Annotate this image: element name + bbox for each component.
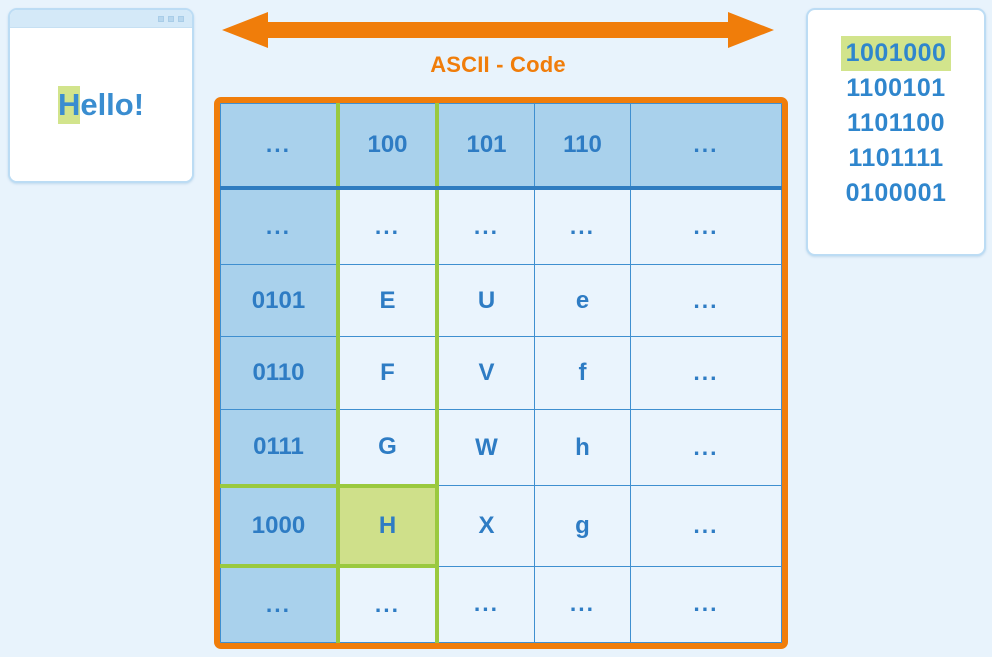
hello-window: Hello! <box>8 8 194 183</box>
table-cell: ... <box>630 485 782 567</box>
table-cell: ... <box>630 409 782 487</box>
hello-remaining-text: ello! <box>80 86 145 122</box>
binary-line: 1101111 <box>848 144 944 172</box>
header-cell-100: 100 <box>336 103 439 190</box>
table-row: 0111 G W h ... <box>220 409 782 487</box>
table-row: ... ... ... ... ... <box>220 565 782 643</box>
table-row: 0110 F V f ... <box>220 336 782 411</box>
table-cell: e <box>534 263 631 338</box>
header-cell-more: ... <box>630 103 782 190</box>
binary-line-highlighted: 1001000 <box>840 36 952 71</box>
table-cell: g <box>534 485 631 567</box>
window-control-dot-icon[interactable] <box>168 15 174 22</box>
row-code-cell: 0101 <box>220 263 339 338</box>
ascii-code-title: ASCII - Code <box>430 52 566 77</box>
row-code-cell-highlighted: 1000 <box>220 483 339 569</box>
window-control-dot-icon[interactable] <box>158 15 164 22</box>
row-code-cell: ... <box>220 187 339 265</box>
hello-highlighted-char: H <box>57 85 81 124</box>
window-control-dot-icon[interactable] <box>178 15 184 22</box>
table-cell: f <box>534 336 631 411</box>
table-cell: ... <box>630 336 782 411</box>
table-cell: U <box>436 263 535 338</box>
ascii-table-frame: ... 100 101 110 ... ... ... ... ... ... … <box>214 97 788 649</box>
table-row: 0101 E U e ... <box>220 263 782 338</box>
header-cell-code: ... <box>220 103 339 190</box>
table-cell: ... <box>336 565 439 643</box>
ascii-table: ... 100 101 110 ... ... ... ... ... ... … <box>220 103 782 643</box>
table-cell: E <box>336 263 439 338</box>
table-cell: W <box>436 409 535 487</box>
table-cell: ... <box>534 187 631 265</box>
table-cell-highlighted: H <box>336 483 439 569</box>
table-header-row: ... 100 101 110 ... <box>220 103 782 190</box>
table-cell: ... <box>336 187 439 265</box>
header-cell-110: 110 <box>534 103 631 190</box>
table-row-highlighted: 1000 H X g ... <box>220 483 782 569</box>
table-cell: ... <box>534 565 631 643</box>
row-code-cell: ... <box>220 565 339 643</box>
table-cell: ... <box>630 263 782 338</box>
double-headed-arrow-icon <box>222 12 774 48</box>
window-body: Hello! <box>10 28 192 181</box>
binary-output-panel: 1001000 1100101 1101100 1101111 0100001 <box>806 8 986 256</box>
ascii-table-body: ... 100 101 110 ... ... ... ... ... ... … <box>220 103 782 643</box>
row-code-cell: 0111 <box>220 409 339 487</box>
table-cell: F <box>336 336 439 411</box>
table-cell: G <box>336 409 439 487</box>
table-cell: V <box>436 336 535 411</box>
table-cell: ... <box>436 187 535 265</box>
window-titlebar <box>10 10 192 28</box>
row-code-cell: 0110 <box>220 336 339 411</box>
binary-line: 1100101 <box>846 74 946 102</box>
table-cell: ... <box>630 187 782 265</box>
header-cell-101: 101 <box>436 103 535 190</box>
table-cell: ... <box>630 565 782 643</box>
table-cell: X <box>436 485 535 567</box>
table-cell: h <box>534 409 631 487</box>
binary-line: 0100001 <box>845 179 947 207</box>
table-row: ... ... ... ... ... <box>220 187 782 265</box>
hello-text: Hello! <box>57 85 145 124</box>
table-cell: ... <box>436 565 535 643</box>
binary-line: 1101100 <box>846 109 946 137</box>
